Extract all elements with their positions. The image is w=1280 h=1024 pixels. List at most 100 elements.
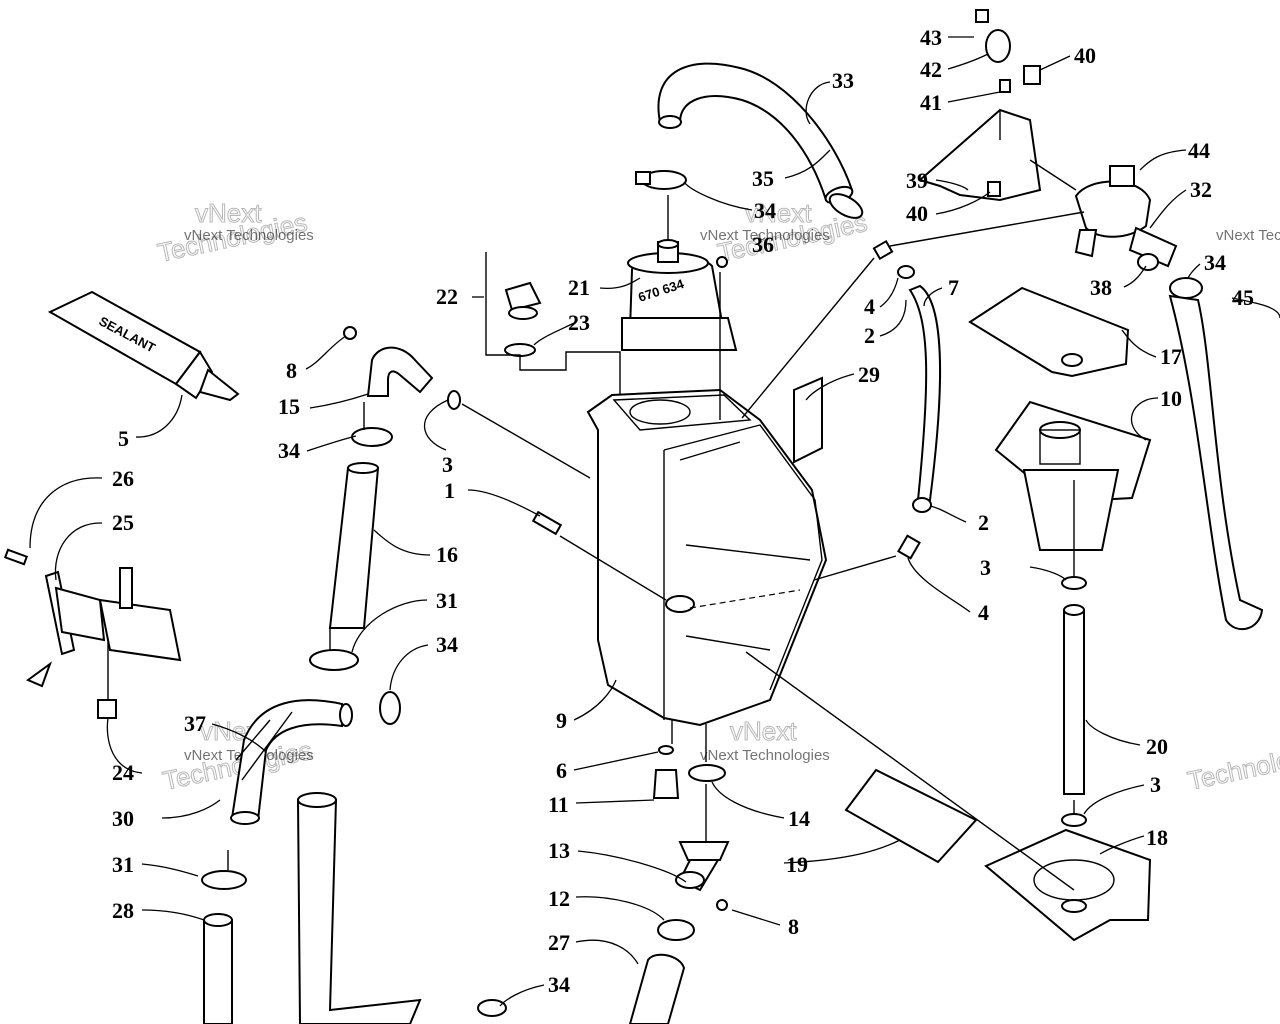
callout-5: 5 — [118, 426, 129, 451]
callout-16: 16 — [436, 542, 458, 567]
coolant-reservoir: 670 634 — [621, 239, 738, 351]
cap-gasket — [504, 343, 536, 357]
bracket-line — [485, 252, 621, 400]
callout-13: 13 — [548, 838, 570, 863]
callout-1: 1 — [444, 478, 455, 503]
callout-3: 3 — [980, 555, 991, 580]
callout-39: 39 — [906, 168, 928, 193]
callout-35: 35 — [752, 166, 774, 191]
outlet-fitting — [675, 841, 730, 892]
screw — [343, 326, 357, 340]
filler-cap — [504, 281, 542, 320]
screw — [531, 510, 563, 536]
vent-hose — [908, 284, 942, 501]
watermark-big: Technologies — [1185, 735, 1280, 796]
callout-29: 29 — [858, 362, 880, 387]
callout-7: 7 — [948, 275, 959, 300]
callout-18: 18 — [1146, 825, 1168, 850]
hose — [328, 467, 380, 629]
callout-2: 2 — [864, 323, 875, 348]
callout-6: 6 — [556, 758, 567, 783]
callout-31: 31 — [436, 588, 458, 613]
mounting-bracket — [917, 9, 1042, 202]
callout-2: 2 — [978, 510, 989, 535]
hose — [628, 953, 686, 1024]
screw — [716, 899, 728, 911]
callout-32: 32 — [1190, 177, 1212, 202]
watermark: vNext Technologies — [700, 747, 830, 764]
callout-10: 10 — [1160, 386, 1182, 411]
callout-20: 20 — [1146, 734, 1168, 759]
drain-plug — [652, 769, 680, 799]
o-ring — [447, 390, 461, 410]
hose-clamp — [309, 649, 359, 671]
hose-clamp — [897, 265, 915, 279]
callout-23: 23 — [568, 310, 590, 335]
callout-43: 43 — [920, 25, 942, 50]
leader-lines — [29, 36, 1280, 1007]
callout-38: 38 — [1090, 275, 1112, 300]
hose-clamp — [828, 193, 864, 219]
callout-28: 28 — [112, 898, 134, 923]
callout-34: 34 — [278, 438, 300, 463]
radiator-tank — [586, 388, 828, 727]
foam-pad — [844, 768, 978, 864]
callout-44: 44 — [1188, 138, 1210, 163]
callout-12: 12 — [548, 886, 570, 911]
callout-30: 30 — [112, 806, 134, 831]
watermark-big: vNext — [730, 716, 797, 746]
callout-8: 8 — [286, 358, 297, 383]
hose — [1168, 294, 1264, 631]
elbow-fitting — [366, 346, 434, 397]
hose-clamp — [351, 427, 393, 447]
coolant-pipe — [203, 792, 422, 1024]
pump-housing — [994, 400, 1152, 551]
watermark: vNext Technologies — [700, 227, 830, 244]
o-ring — [688, 764, 726, 782]
callout-34: 34 — [1204, 250, 1226, 275]
hose-clamp — [1169, 277, 1203, 299]
callout-42: 42 — [920, 57, 942, 82]
callout-24: 24 — [112, 760, 134, 785]
hose-clamp — [1137, 253, 1159, 271]
callout-41: 41 — [920, 90, 942, 115]
hose-clamp — [635, 170, 687, 190]
callout-21: 21 — [568, 275, 590, 300]
callout-4: 4 — [864, 294, 875, 319]
callout-34: 34 — [754, 198, 776, 223]
hose-clamp — [912, 497, 932, 513]
callout-25: 25 — [112, 510, 134, 535]
callout-33: 33 — [832, 68, 854, 93]
hose-clamp — [201, 870, 247, 890]
o-ring — [1061, 813, 1087, 827]
mounting-bracket — [3, 548, 182, 719]
elbow-fitting — [897, 534, 921, 560]
watermark: vNext Technologies — [1216, 227, 1280, 244]
o-ring — [1061, 576, 1087, 590]
watermark-big: vNext — [195, 198, 262, 228]
callout-9: 9 — [556, 708, 567, 733]
hose-clamp — [477, 999, 507, 1017]
callout-11: 11 — [548, 792, 569, 817]
callout-34: 34 — [436, 632, 458, 657]
callout-37: 37 — [184, 711, 206, 736]
o-ring — [658, 745, 674, 755]
callout-27: 27 — [548, 930, 570, 955]
callout-4: 4 — [978, 600, 989, 625]
hose-clamp — [379, 691, 401, 725]
thermostat-housing — [1074, 165, 1178, 268]
callout-8: 8 — [788, 914, 799, 939]
callout-34: 34 — [548, 972, 570, 997]
callout-26: 26 — [112, 466, 134, 491]
elbow-fitting — [872, 239, 894, 261]
sealant-tube: SEALANT — [47, 290, 240, 402]
callout-22: 22 — [436, 284, 458, 309]
callout-40: 40 — [906, 201, 928, 226]
callout-3: 3 — [1150, 772, 1161, 797]
callout-labels: 33 35 34 36 21 22 23 8 15 34 3 1 5 26 25… — [112, 25, 1254, 997]
watermark-layer: vNext Technologies vNext Technologies vN… — [155, 198, 1280, 797]
callout-40: 40 — [1074, 43, 1096, 68]
callout-45: 45 — [1232, 285, 1254, 310]
lower-hose — [230, 699, 353, 825]
